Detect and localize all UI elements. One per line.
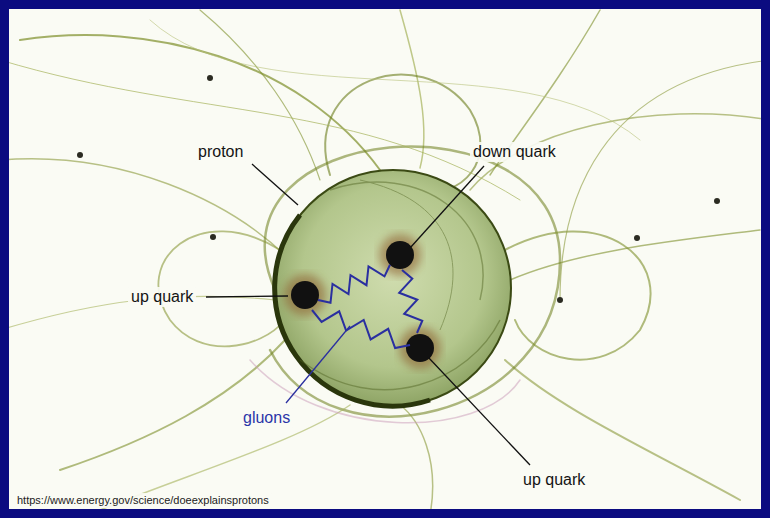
swirl-line xyxy=(0,159,290,260)
frame-border xyxy=(5,5,766,514)
quark-halo xyxy=(399,327,441,369)
swirl-lines xyxy=(0,10,770,515)
leader-line xyxy=(410,166,484,248)
swirl-line xyxy=(150,20,640,140)
particle-dot xyxy=(714,198,720,204)
part-label: gluons xyxy=(240,408,293,428)
proton-edge xyxy=(275,215,430,406)
swirl-line xyxy=(505,232,651,360)
swirl-line xyxy=(400,10,424,168)
quarks xyxy=(284,234,441,369)
quark-halo xyxy=(379,234,421,276)
proton-swirls xyxy=(300,180,500,390)
quark-dot xyxy=(386,241,414,269)
swirl-line xyxy=(330,182,483,300)
particle-dot xyxy=(557,297,563,303)
part-label: down quark xyxy=(470,142,559,162)
gluon-zigzag xyxy=(399,270,422,333)
swirl-line xyxy=(300,320,500,390)
gluon-zigzag xyxy=(312,310,410,348)
leader-line xyxy=(286,326,350,403)
part-label: up quark xyxy=(128,287,196,307)
proton-sphere xyxy=(275,170,511,406)
quark-halo xyxy=(284,274,326,316)
quark-dot xyxy=(406,334,434,362)
part-label: proton xyxy=(195,142,246,162)
leader-lines xyxy=(206,164,530,465)
particle-dot xyxy=(634,235,640,241)
leader-line xyxy=(206,296,288,297)
source-url: https://www.energy.gov/science/doeexplai… xyxy=(14,493,272,508)
particle-dot xyxy=(77,152,83,158)
particle-dot xyxy=(210,234,216,240)
swirl-line xyxy=(360,180,453,330)
swirl-line xyxy=(265,147,560,417)
gluon-zigzag xyxy=(318,265,390,303)
gluon-lines xyxy=(312,265,422,348)
leader-line xyxy=(252,164,298,205)
swirl-line xyxy=(505,360,740,500)
leader-line xyxy=(428,357,530,465)
part-label: up quark xyxy=(520,470,588,490)
particle-dot xyxy=(207,75,213,81)
swirl-line xyxy=(60,340,285,470)
swirl-line xyxy=(560,60,770,300)
quark-dot xyxy=(291,281,319,309)
swirl-line xyxy=(0,60,520,200)
